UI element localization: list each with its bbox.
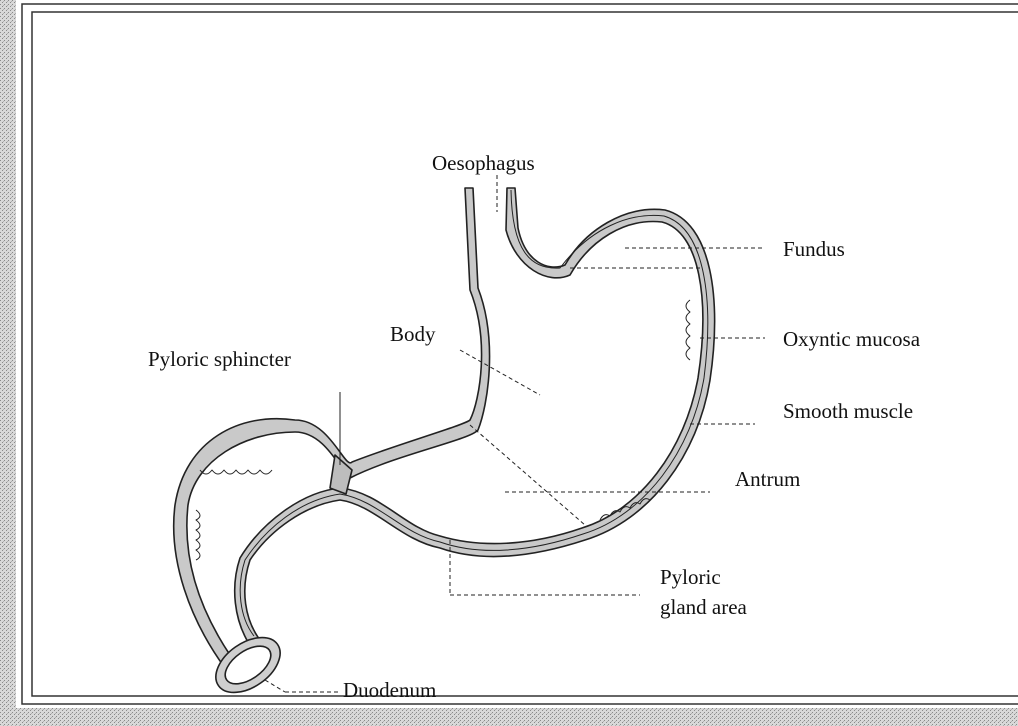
label-oesophagus: Oesophagus (432, 151, 535, 175)
label-pyloric-gland-line1: Pyloric (660, 565, 721, 589)
label-antrum: Antrum (735, 467, 800, 491)
stomach (174, 188, 715, 704)
pylorus (330, 455, 352, 494)
label-oxyntic-mucosa: Oxyntic mucosa (783, 327, 921, 351)
label-duodenum: Duodenum (343, 678, 436, 702)
label-pyloric-sphincter: Pyloric sphincter (148, 347, 291, 371)
bottom-border-texture (0, 708, 1018, 726)
left-border-texture (0, 0, 16, 726)
label-pyloric-gland-line2: gland area (660, 595, 748, 619)
stomach-outer-wall (174, 188, 715, 668)
label-fundus: Fundus (783, 237, 845, 261)
label-smooth-muscle: Smooth muscle (783, 399, 913, 423)
label-body: Body (390, 322, 436, 346)
